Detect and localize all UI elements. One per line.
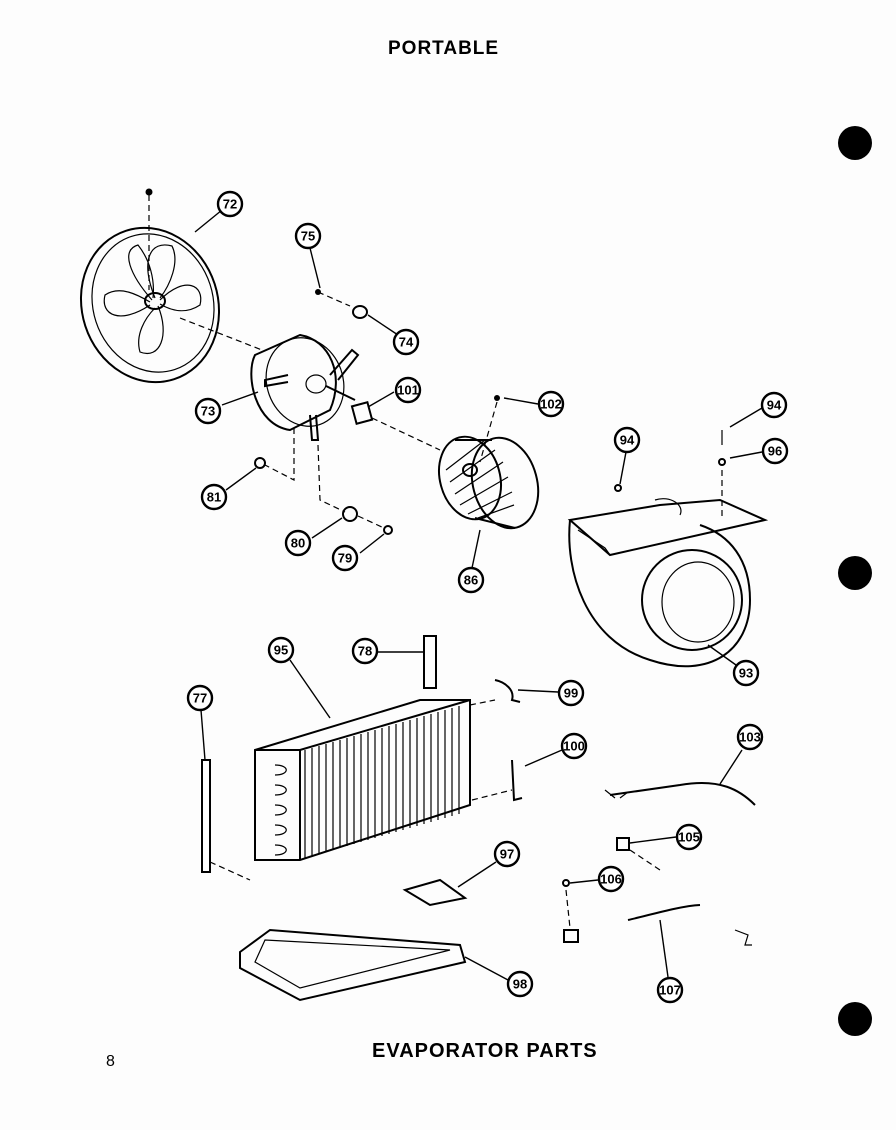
callout-77-label: 77 xyxy=(193,691,207,706)
callout-96-label: 96 xyxy=(768,444,782,459)
callout-72: 72 xyxy=(216,190,244,218)
binder-hole-bottom xyxy=(838,1002,872,1036)
callout-101-label: 101 xyxy=(397,383,419,398)
mounting-bracket xyxy=(350,401,441,451)
binder-hole-middle xyxy=(838,556,872,590)
binder-hole-top xyxy=(838,126,872,160)
callout-97: 97 xyxy=(493,840,521,868)
callout-96: 96 xyxy=(761,437,789,465)
callout-80-label: 80 xyxy=(291,536,305,551)
callout-97-label: 97 xyxy=(500,847,514,862)
callout-72-label: 72 xyxy=(223,197,237,212)
callout-102: 102 xyxy=(537,390,565,418)
callout-107-label: 107 xyxy=(659,983,681,998)
wiring-parts xyxy=(562,781,756,946)
callout-86-label: 86 xyxy=(464,573,478,588)
drain-pan xyxy=(239,878,468,1002)
blower-wheel xyxy=(438,395,540,530)
callout-78: 78 xyxy=(351,637,379,665)
callout-79: 79 xyxy=(331,544,359,572)
callout-77: 77 xyxy=(186,684,214,712)
footer-title: EVAPORATOR PARTS xyxy=(372,1040,598,1062)
callout-81: 81 xyxy=(200,483,228,511)
callout-74-label: 74 xyxy=(399,335,414,350)
callout-80: 80 xyxy=(284,529,312,557)
callout-105-label: 105 xyxy=(678,830,700,845)
callout-79-label: 79 xyxy=(338,551,352,566)
callout-94-lower-label: 94 xyxy=(620,433,635,448)
callout-107: 107 xyxy=(656,976,684,1004)
fan-motor xyxy=(179,317,360,441)
callout-73: 73 xyxy=(194,397,222,425)
leader-lines xyxy=(194,209,763,981)
motor-hardware xyxy=(254,289,393,535)
callout-106-label: 106 xyxy=(600,872,622,887)
callout-75: 75 xyxy=(294,222,322,250)
callout-98: 98 xyxy=(506,970,534,998)
callout-99: 99 xyxy=(557,679,585,707)
callout-78-label: 78 xyxy=(358,644,372,659)
callout-101: 101 xyxy=(394,376,422,404)
callout-100: 100 xyxy=(560,732,588,760)
evaporator-coil xyxy=(201,635,523,881)
callout-94-lower: 94 xyxy=(613,426,641,454)
callout-105: 105 xyxy=(675,823,703,851)
callout-102-label: 102 xyxy=(540,397,562,412)
callout-99-label: 99 xyxy=(564,686,578,701)
callout-94-upper-label: 94 xyxy=(767,398,782,413)
callout-106: 106 xyxy=(597,865,625,893)
fan-blade-assembly xyxy=(79,188,221,384)
callout-75-label: 75 xyxy=(301,229,315,244)
blower-scroll-housing xyxy=(567,430,769,668)
callout-73-label: 73 xyxy=(201,404,215,419)
header-title: PORTABLE xyxy=(388,38,500,59)
callout-74: 74 xyxy=(392,328,420,356)
callout-93-label: 93 xyxy=(739,666,753,681)
callout-95: 95 xyxy=(267,636,295,664)
callout-103-label: 103 xyxy=(739,730,761,745)
callout-100-label: 100 xyxy=(563,739,585,754)
callout-94-upper: 94 xyxy=(760,391,788,419)
callout-95-label: 95 xyxy=(274,643,288,658)
page-number: 8 xyxy=(106,1053,115,1070)
callout-81-label: 81 xyxy=(207,490,221,505)
callout-86: 86 xyxy=(457,566,485,594)
callout-98-label: 98 xyxy=(513,977,527,992)
callout-93: 93 xyxy=(732,659,760,687)
callout-103: 103 xyxy=(736,723,764,751)
